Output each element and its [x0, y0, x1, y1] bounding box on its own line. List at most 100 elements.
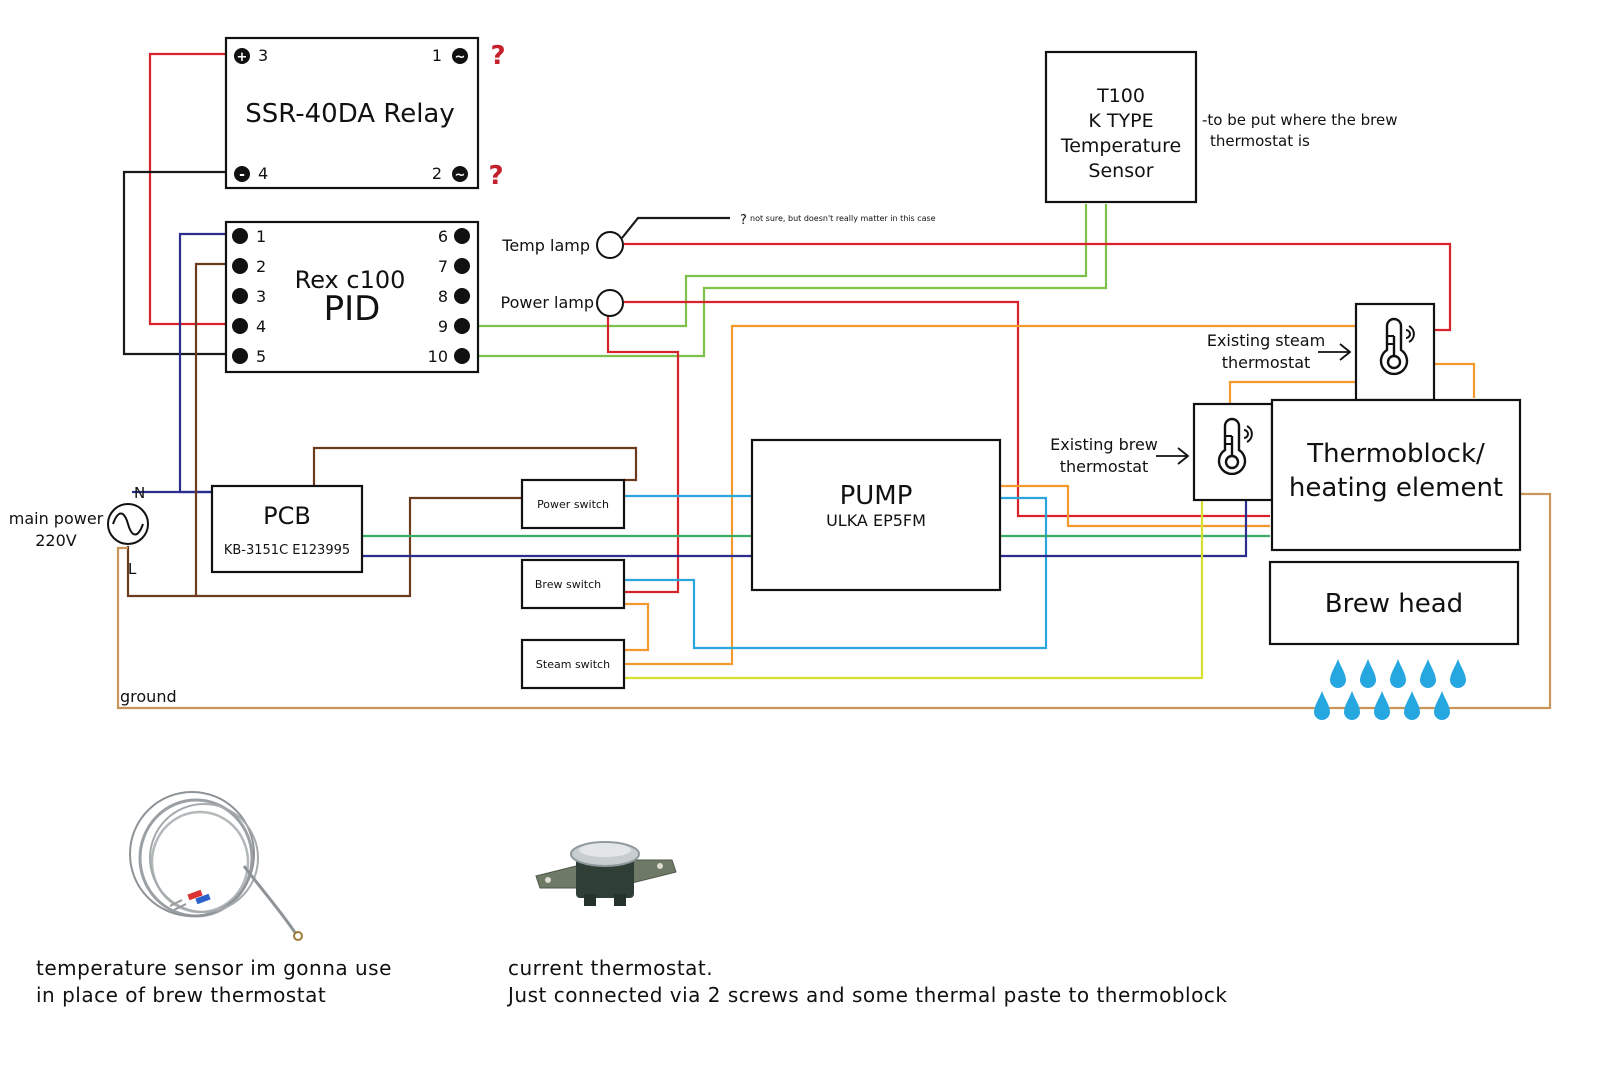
ssr-title: SSR-40DA Relay — [245, 99, 455, 129]
thermoblock-line-1: Thermoblock/ — [1306, 439, 1485, 469]
mains-l-label: L — [128, 560, 137, 578]
wires — [116, 52, 1552, 710]
wire-blue-pid-neutral — [178, 232, 226, 494]
ssr-t2-label: 2 — [432, 164, 442, 183]
ssr-t1-ac: ~ — [455, 50, 466, 65]
ssr-plus-sign: + — [237, 50, 248, 65]
brew-thermostat: Existing brew thermostat — [1050, 402, 1274, 502]
wire-red-ssr-pid — [148, 52, 226, 326]
pid-terminal-7 — [454, 258, 470, 274]
caption-thermo-1: current thermostat. — [508, 956, 713, 980]
wire-orange-brew-steam — [1228, 380, 1356, 404]
pid-terminal-label-8: 8 — [438, 287, 448, 306]
water-drop-icon — [1344, 691, 1360, 720]
wire-yellow-steam — [624, 500, 1204, 680]
sine-icon — [112, 512, 144, 536]
water-drops — [1314, 659, 1466, 720]
thermoblock-line-2: heating element — [1289, 473, 1503, 503]
power-switch-label: Power switch — [537, 498, 609, 511]
pcb: PCB KB-3151C E123995 — [210, 484, 364, 574]
pcb-model: KB-3151C E123995 — [224, 543, 350, 558]
pid-terminal-label-2: 2 — [256, 257, 266, 276]
ssr-terminal-1 — [452, 48, 468, 64]
temp-lamp-question: ? — [740, 213, 747, 228]
pid-terminal-label-3: 3 — [256, 287, 266, 306]
brew-thermostat-label-2: thermostat — [1060, 457, 1149, 476]
t100-line-1: T100 — [1096, 85, 1145, 107]
thermometer-icon — [1379, 317, 1415, 376]
pid-terminal-label-10: 10 — [428, 347, 448, 366]
water-drop-icon — [1330, 659, 1346, 688]
pid-terminal-9 — [454, 318, 470, 334]
temp-lamp-note: not sure, but doesn't really matter in t… — [750, 214, 936, 223]
arrow-right-icon — [1156, 447, 1190, 465]
ssr-terminal-minus — [234, 166, 250, 182]
t100-line-3: Temperature — [1060, 135, 1181, 157]
pid-terminal-10 — [454, 348, 470, 364]
caption-sensor-1: temperature sensor im gonna use — [36, 956, 392, 980]
pcb-title: PCB — [263, 502, 311, 530]
wire-red-powerlamp-brew — [606, 316, 680, 594]
thermostat-illustration — [535, 841, 677, 906]
pid-terminal-3 — [232, 288, 248, 304]
caption-sensor-2: in place of brew thermostat — [36, 983, 326, 1007]
water-drop-icon — [1390, 659, 1406, 688]
ssr-minus-sign: - — [239, 167, 245, 183]
steam-thermostat-label-1: Existing steam — [1207, 331, 1325, 350]
water-drop-icon — [1420, 659, 1436, 688]
pump-model: ULKA EP5FM — [826, 511, 926, 530]
pid-subtitle: PID — [324, 289, 381, 329]
pid-title: Rex c100 — [295, 266, 406, 294]
pid-terminal-label-7: 7 — [438, 257, 448, 276]
wire-green-pid9-t100 — [476, 204, 1088, 328]
pid-terminal-label-4: 4 — [256, 317, 266, 336]
pid-right-terminals: 6 7 8 9 10 — [428, 227, 470, 366]
power-lamp: Power lamp — [501, 289, 624, 317]
wire-orange-pump — [1000, 484, 1270, 528]
wire-red-templamp — [624, 242, 1452, 332]
pid-terminal-label-6: 6 — [438, 227, 448, 246]
main-power: main power 220V N L ground — [9, 484, 177, 706]
water-drop-icon — [1434, 691, 1450, 720]
pid-terminal-label-9: 9 — [438, 317, 448, 336]
steam-switch: Steam switch — [520, 638, 626, 690]
power-lamp-circle — [596, 289, 624, 317]
mains-label-1: main power — [9, 509, 104, 528]
temp-lamp-circle — [596, 231, 624, 259]
t100-line-2: K TYPE — [1088, 110, 1153, 132]
brew-thermostat-label-1: Existing brew — [1050, 435, 1158, 454]
wire-red-powerlamp — [624, 300, 1270, 518]
ssr-t2-ac: ~ — [455, 168, 466, 183]
pid-terminal-1 — [232, 228, 248, 244]
water-drop-icon — [1404, 691, 1420, 720]
ssr-terminal-2 — [452, 166, 468, 182]
steam-switch-label: Steam switch — [536, 658, 610, 671]
ground-label: ground — [120, 687, 177, 706]
pid-terminal-8 — [454, 288, 470, 304]
water-drop-icon — [1374, 691, 1390, 720]
brew-head: Brew head — [1268, 560, 1520, 646]
ssr-t4-label: 4 — [258, 164, 268, 183]
pump: PUMP ULKA EP5FM — [750, 438, 1002, 592]
power-switch: Power switch — [520, 478, 626, 530]
water-drop-icon — [1314, 691, 1330, 720]
mains-n-label: N — [134, 484, 145, 502]
brew-switch: Brew switch — [520, 558, 626, 610]
t100-note-2: thermostat is — [1210, 132, 1310, 150]
wire-black-templamp-q — [621, 216, 730, 239]
pid-terminal-6 — [454, 228, 470, 244]
ssr-question-2: ? — [488, 161, 503, 191]
thermometer-icon — [1217, 417, 1253, 476]
brew-switch-label: Brew switch — [535, 578, 601, 591]
temp-lamp: Temp lamp ? not sure, but doesn't really… — [501, 213, 936, 259]
temp-lamp-label: Temp lamp — [501, 236, 590, 255]
wire-black-ssr-pid — [122, 170, 226, 356]
wire-brown-pcb-switch — [312, 446, 638, 486]
wire-orange-brewswitch — [624, 602, 650, 652]
t100-note-1: -to be put where the brew — [1202, 111, 1398, 129]
ssr-t1-label: 1 — [432, 46, 442, 65]
water-drop-icon — [1450, 659, 1466, 688]
water-drop-icon — [1360, 659, 1376, 688]
